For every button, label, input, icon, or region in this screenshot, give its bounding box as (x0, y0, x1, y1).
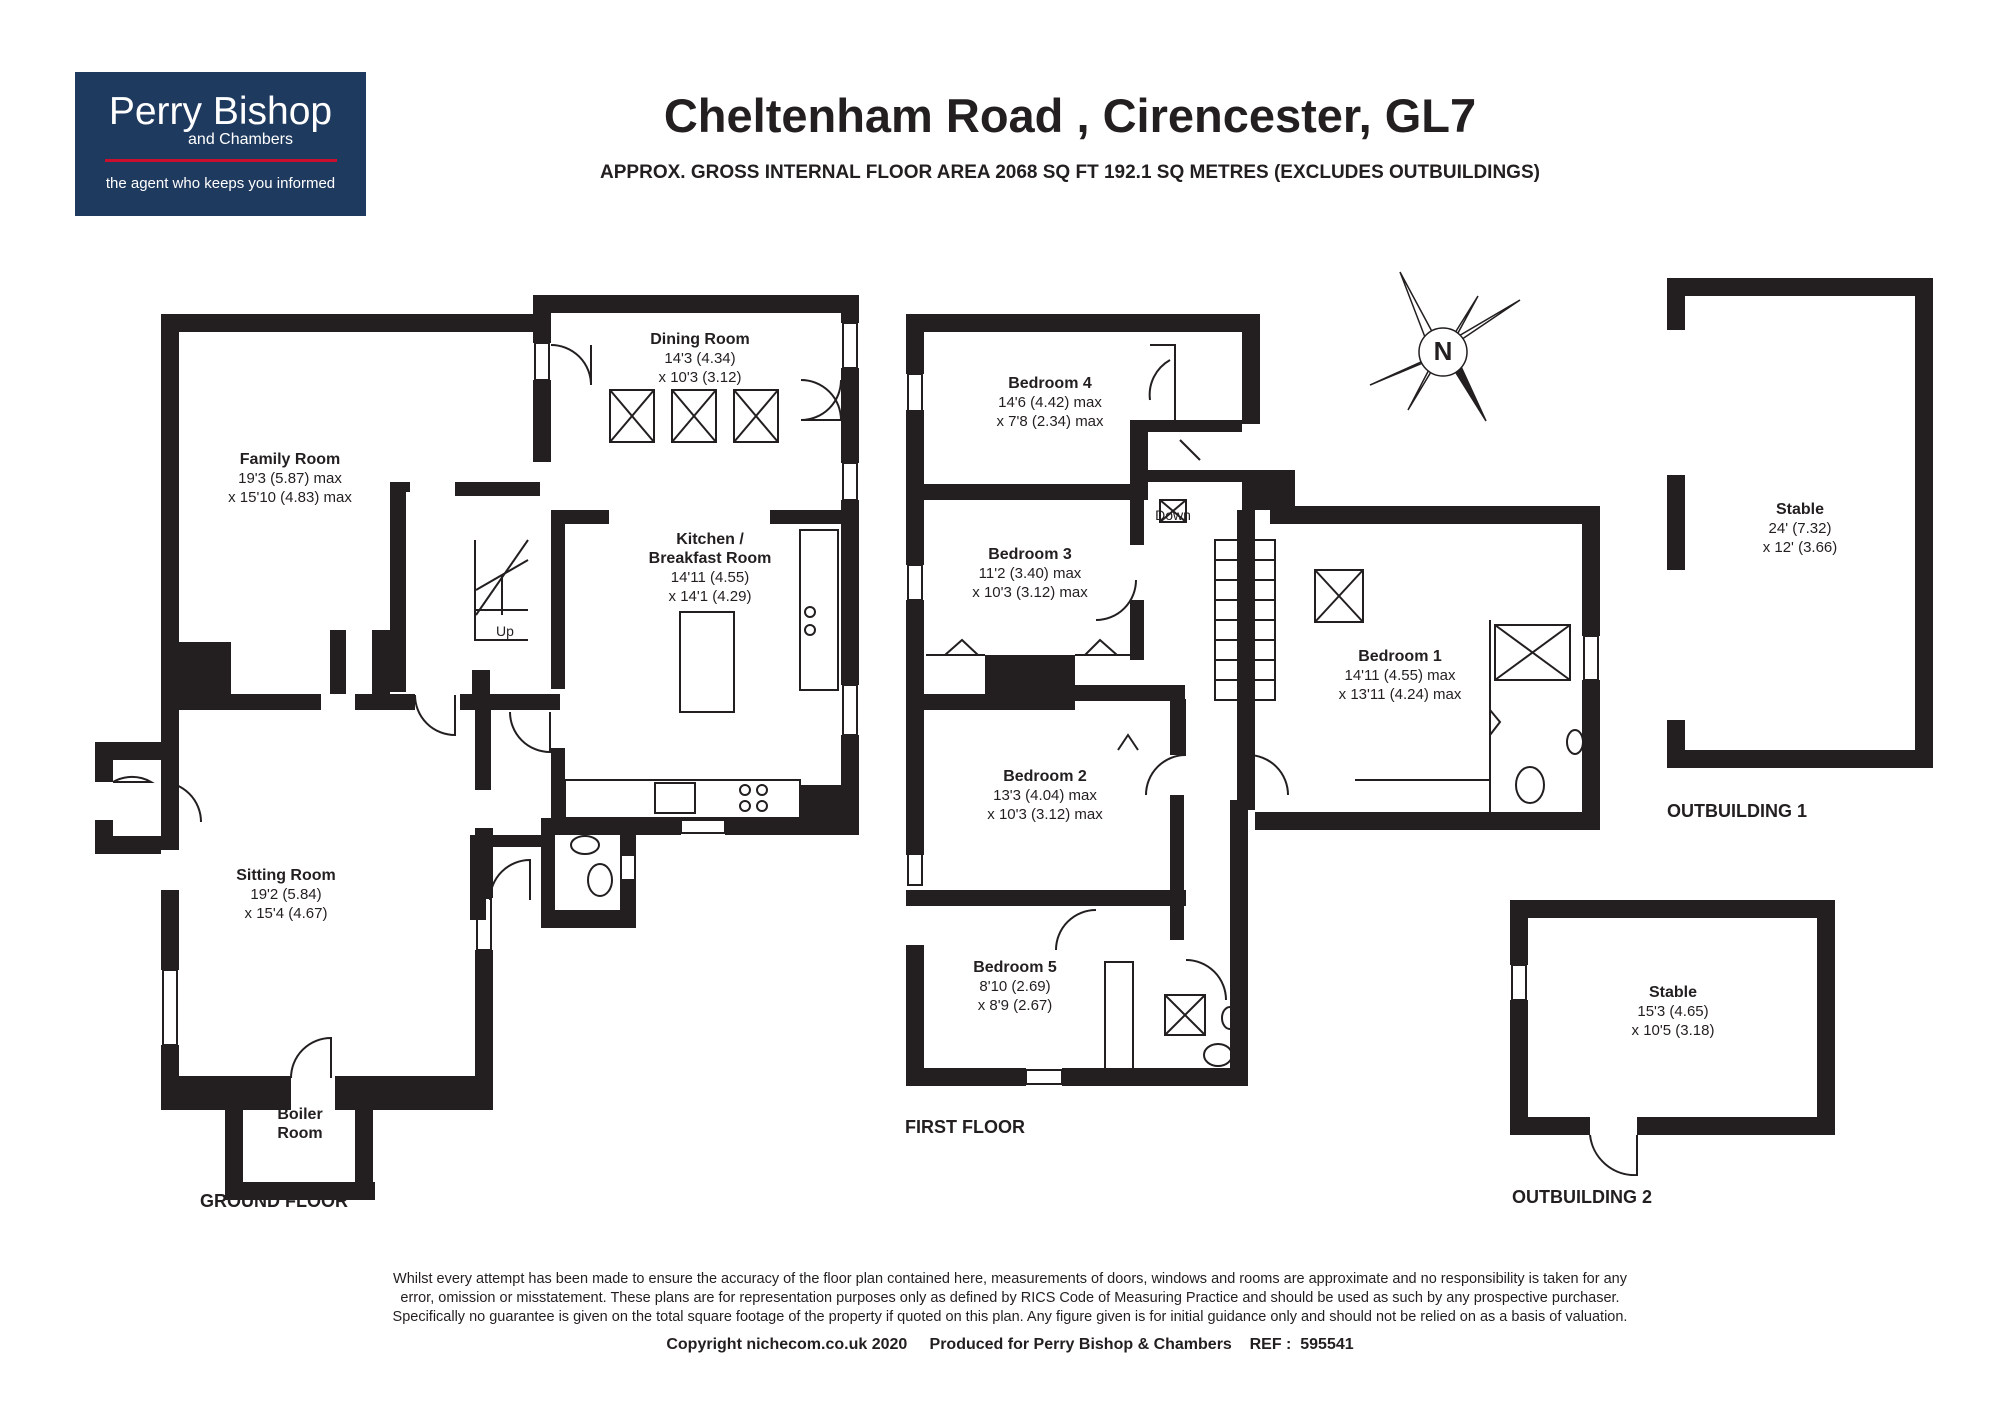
room-bedroom-3: Bedroom 3 11'2 (3.40) max x 10'3 (3.12) … (972, 546, 1088, 601)
compass-rose-icon (1369, 271, 1521, 422)
label-first-floor: FIRST FLOOR (905, 1117, 1025, 1137)
stairs-up-label: Up (496, 623, 514, 639)
logo-tagline: the agent who keeps you informed (105, 175, 336, 192)
floor-area-subtitle: APPROX. GROSS INTERNAL FLOOR AREA 2068 S… (600, 162, 1540, 183)
ground-floor-walls (95, 295, 859, 1200)
logo-brand-name: Perry Bishop (108, 90, 333, 133)
logo-divider (105, 159, 337, 162)
copyright-footer: Copyright nichecom.co.uk 2020 Produced f… (666, 1336, 1354, 1353)
label-outbuilding-2: OUTBUILDING 2 (1512, 1187, 1653, 1207)
room-dining: Dining Room 14'3 (4.34) x 10'3 (3.12) (650, 331, 750, 386)
room-sitting: Sitting Room 19'2 (5.84) x 15'4 (4.67) (236, 867, 336, 922)
page-title: Cheltenham Road , Cirencester, GL7 (663, 89, 1477, 142)
room-bedroom-4: Bedroom 4 14'6 (4.42) max x 7'8 (2.34) m… (996, 375, 1104, 430)
outbuilding-details (1511, 964, 1638, 1177)
first-floor-details (907, 344, 1599, 1085)
label-outbuilding-1: OUTBUILDING 1 (1667, 801, 1808, 821)
room-kitchen: Kitchen / Breakfast Room 14'11 (4.55) x … (648, 531, 772, 605)
compass-north-label: N (1433, 336, 1453, 366)
disclaimer-text: Whilst every attempt has been made to en… (392, 1271, 1628, 1325)
room-family: Family Room 19'3 (5.87) max x 15'10 (4.8… (228, 451, 352, 506)
ground-floor-details (112, 296, 858, 1199)
room-bedroom-2: Bedroom 2 13'3 (4.04) max x 10'3 (3.12) … (987, 768, 1103, 823)
room-bedroom-5: Bedroom 5 8'10 (2.69) x 8'9 (2.67) (973, 959, 1057, 1014)
room-stable-1: Stable 24' (7.32) x 12' (3.66) (1762, 501, 1838, 556)
room-stable-2: Stable 15'3 (4.65) x 10'5 (3.18) (1631, 984, 1715, 1039)
outbuilding-walls (1510, 278, 1933, 1135)
room-bedroom-1: Bedroom 1 14'11 (4.55) max x 13'11 (4.24… (1338, 648, 1462, 703)
stairs-down-label: Down (1155, 507, 1191, 523)
logo-brand-sub: and Chambers (188, 131, 293, 148)
label-ground-floor: GROUND FLOOR (200, 1191, 348, 1211)
first-floor-walls (906, 314, 1600, 1086)
brand-logo: Perry Bishop and Chambers the agent who … (75, 72, 366, 216)
room-boiler: Boiler Room (277, 1106, 323, 1142)
